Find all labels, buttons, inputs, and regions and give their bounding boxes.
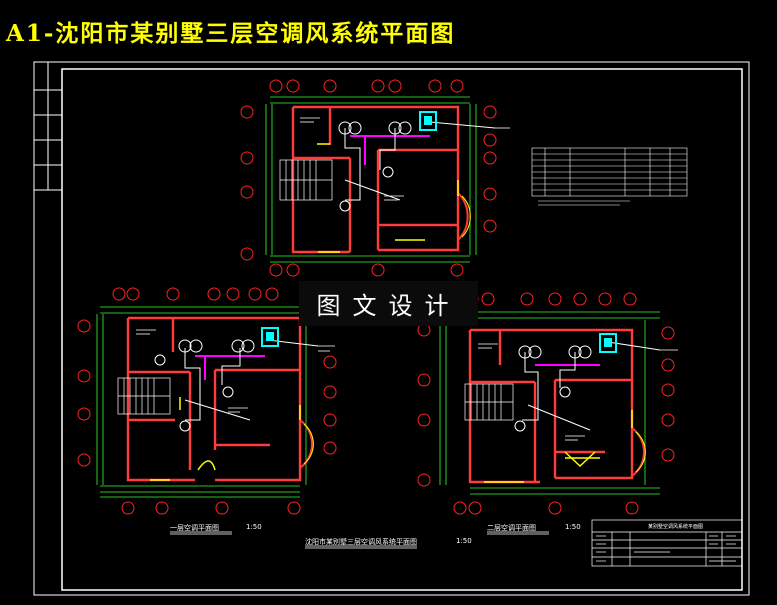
page-title: A1-沈阳市某别墅三层空调风系统平面图 — [6, 20, 456, 47]
sheet-frame — [33, 61, 750, 596]
plan2-scale: 1:50 — [565, 523, 581, 531]
watermark-stamp: 图文设计 — [299, 281, 478, 326]
title-block — [591, 519, 743, 567]
plan2-caption: 二层空调平面图 — [487, 524, 536, 532]
sheet-caption: 沈阳市某别墅三层空调风系统平面图 — [305, 538, 417, 546]
plan-left — [77, 287, 337, 515]
plan1-caption: 一层空调平面图 — [170, 524, 219, 532]
plan-top — [240, 79, 510, 277]
equipment-table — [531, 147, 688, 206]
plan1-scale: 1:50 — [246, 523, 262, 531]
sheet-scale: 1:50 — [456, 537, 472, 545]
plan-right — [417, 292, 678, 515]
title-block-header: 某别墅空调风系统平面图 — [648, 524, 704, 530]
